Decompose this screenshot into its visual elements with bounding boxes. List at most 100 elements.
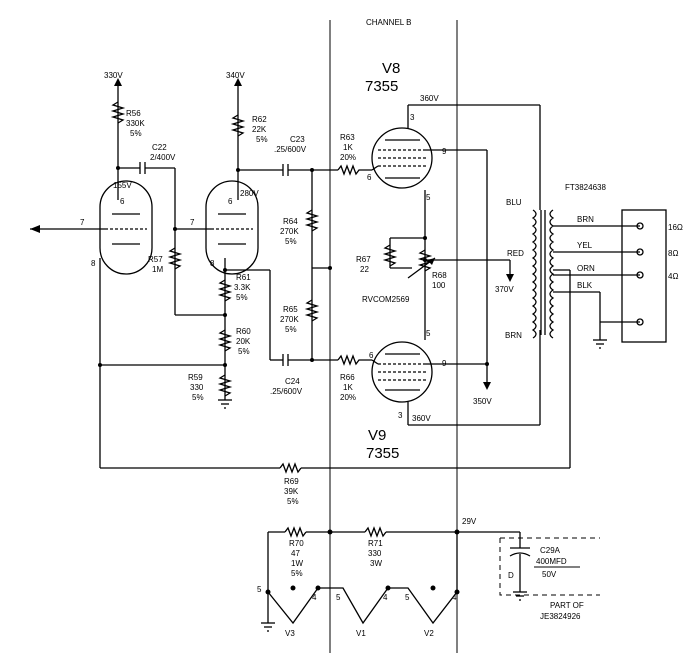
cap-part-number: JE3824926 xyxy=(540,612,581,621)
r62-tol: 5% xyxy=(256,135,268,144)
v8-pin-6: 6 xyxy=(367,173,372,182)
pot-label: RVCOM2569 xyxy=(362,295,410,304)
r56-tol: 5% xyxy=(130,129,142,138)
output-4-label: 4Ω xyxy=(668,272,678,281)
r64-tol: 5% xyxy=(285,237,297,246)
r57-ref: R57 xyxy=(148,255,163,264)
r65-value: 270K xyxy=(280,315,299,324)
heater-v3: V3 xyxy=(285,629,295,638)
r69-value: 39K xyxy=(284,487,299,496)
r64-ref: R64 xyxy=(283,217,298,226)
voltage-360-top: 360V xyxy=(420,94,439,103)
r59-ref: R59 xyxy=(188,373,203,382)
v8-name: V8 xyxy=(382,60,400,77)
c23-value: .25/600V xyxy=(274,145,307,154)
r70-ref: R70 xyxy=(289,539,304,548)
v8-pin-5: 5 xyxy=(426,193,431,202)
r66-tol: 20% xyxy=(340,393,356,402)
voltage-350: 350V xyxy=(473,397,492,406)
output-16-label: 16Ω xyxy=(668,223,683,232)
r64-value: 270K xyxy=(280,227,299,236)
r69-ref: R69 xyxy=(284,477,299,486)
r71-watt: 3W xyxy=(370,559,382,568)
c29a-ref: C29A xyxy=(540,546,561,555)
pin-7b: 7 xyxy=(190,218,195,227)
voltage-370: 370V xyxy=(495,285,514,294)
pentode-v9 xyxy=(371,341,433,403)
r71-value: 330 xyxy=(368,549,382,558)
r66-value: 1K xyxy=(343,383,353,392)
heater-pin-4a: 4 xyxy=(312,593,317,602)
heater-pin-4c: 4 xyxy=(452,593,457,602)
pin-7a: 7 xyxy=(80,218,85,227)
v8-pin-9: 9 xyxy=(442,147,447,156)
v9-type: 7355 xyxy=(366,445,399,462)
terminal-16 xyxy=(636,222,644,230)
r56-ref: R56 xyxy=(126,109,141,118)
r60-tol: 5% xyxy=(238,347,250,356)
r70-tol: 5% xyxy=(291,569,303,578)
lead-orn: ORN xyxy=(577,264,595,273)
r59-value: 330 xyxy=(190,383,204,392)
r71-ref: R71 xyxy=(368,539,383,548)
c29a-voltage: 50V xyxy=(542,570,557,579)
r63-tol: 20% xyxy=(340,153,356,162)
pin-8a: 8 xyxy=(91,259,96,268)
r61-value: 3.3K xyxy=(234,283,251,292)
heater-pin-4b: 4 xyxy=(383,593,388,602)
voltage-360-bottom: 360V xyxy=(412,414,431,423)
c22-ref: C22 xyxy=(152,143,167,152)
c29a-value: 400MFD xyxy=(536,557,567,566)
r60-value: 20K xyxy=(236,337,251,346)
r67-value: 22 xyxy=(360,265,369,274)
pentode-v8 xyxy=(371,127,433,189)
voltage-280: 280V xyxy=(240,189,259,198)
c24-ref: C24 xyxy=(285,377,300,386)
heater-v1: V1 xyxy=(356,629,366,638)
r61-ref: R61 xyxy=(236,273,251,282)
r63-ref: R63 xyxy=(340,133,355,142)
r59-tol: 5% xyxy=(192,393,204,402)
output-terminal-block xyxy=(621,209,667,343)
v9-pin-3: 3 xyxy=(398,411,403,420)
voltage-155: 155V xyxy=(113,181,132,190)
v8-type: 7355 xyxy=(365,78,398,95)
pin-6b: 6 xyxy=(228,197,233,206)
triode-2 xyxy=(205,180,259,275)
lead-blk: BLK xyxy=(577,281,593,290)
lead-red: RED xyxy=(507,249,524,258)
lead-brn: BRN xyxy=(577,215,594,224)
triode-1 xyxy=(99,180,153,275)
r68-ref: R68 xyxy=(432,271,447,280)
channel-label: CHANNEL B xyxy=(366,18,412,27)
transformer-label: FT3824638 xyxy=(565,183,606,192)
v9-name: V9 xyxy=(368,427,386,444)
heater-pin-5a: 5 xyxy=(257,585,262,594)
c23-ref: C23 xyxy=(290,135,305,144)
lead-yel: YEL xyxy=(577,241,593,250)
r68-value: 100 xyxy=(432,281,446,290)
voltage-340: 340V xyxy=(226,71,245,80)
heater-pin-5c: 5 xyxy=(405,593,410,602)
voltage-330: 330V xyxy=(104,71,123,80)
r60-ref: R60 xyxy=(236,327,251,336)
cap-part-label: PART OF xyxy=(550,601,584,610)
r61-tol: 5% xyxy=(236,293,248,302)
r66-ref: R66 xyxy=(340,373,355,382)
r57-value: 1M xyxy=(152,265,163,274)
v8-pin-3: 3 xyxy=(410,113,415,122)
heater-pin-5b: 5 xyxy=(336,593,341,602)
v9-pin-9: 9 xyxy=(442,359,447,368)
r70-value: 47 xyxy=(291,549,300,558)
terminal-8 xyxy=(636,248,644,256)
terminal-4 xyxy=(636,271,644,279)
r62-ref: R62 xyxy=(252,115,267,124)
terminal-common xyxy=(636,318,644,326)
cap-d-label: D xyxy=(508,571,514,580)
r63-value: 1K xyxy=(343,143,353,152)
r65-tol: 5% xyxy=(285,325,297,334)
pin-6a: 6 xyxy=(120,197,125,206)
v9-pin-5: 5 xyxy=(426,329,431,338)
v9-pin-6: 6 xyxy=(369,351,374,360)
